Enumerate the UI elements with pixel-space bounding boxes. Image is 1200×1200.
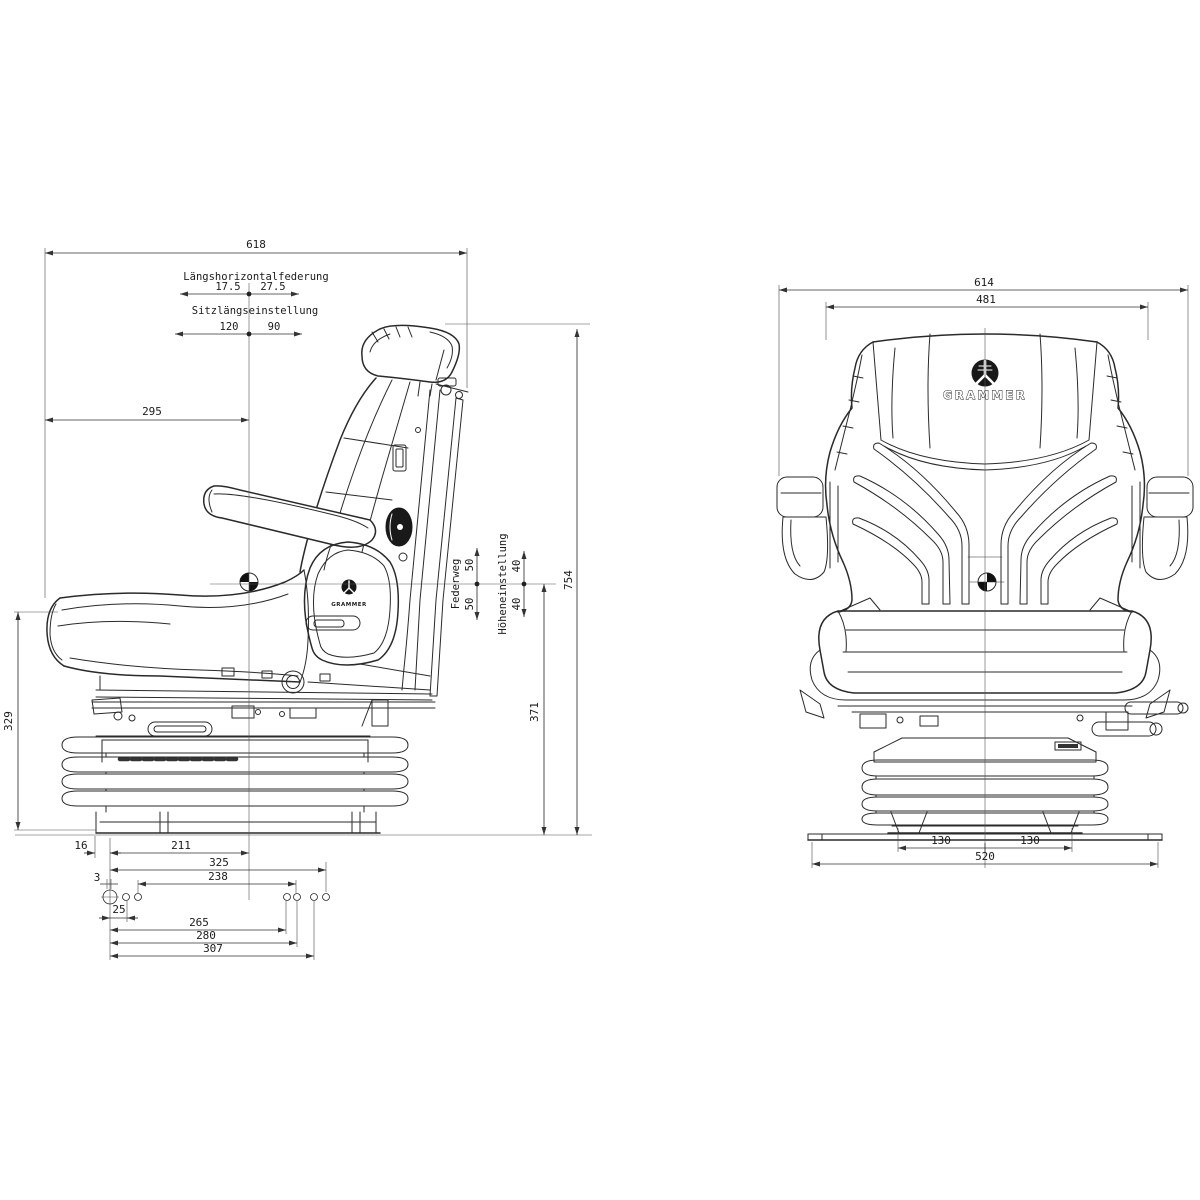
dim-federweg-down-50: 50: [464, 598, 476, 611]
side-backrest: [299, 377, 377, 573]
dim-754: 754: [562, 570, 575, 590]
dim-371: 371: [528, 702, 541, 722]
side-view-dimensions: 618 Längshorizontalfederung 17.5 27.5 Si…: [2, 238, 592, 960]
dim-120: 120: [220, 321, 239, 333]
front-view-dimensions: 614 481 130 130 520: [778, 276, 1189, 868]
front-bellows: [861, 759, 1109, 826]
dim-238: 238: [208, 870, 228, 883]
dim-265: 265: [189, 916, 209, 929]
dim-481: 481: [976, 293, 996, 306]
side-armrest: [202, 485, 377, 548]
front-armrest-right: [1131, 476, 1194, 580]
side-headrest: [361, 324, 461, 384]
dim-211: 211: [171, 839, 191, 852]
label-sitzlaengseinstellung: Sitzlängseinstellung: [192, 305, 318, 317]
label-hoeheneinstellung: Höheneinstellung: [497, 533, 509, 634]
label-laengshorizontalfederung: Längshorizontalfederung: [183, 271, 328, 283]
front-backrest-left: [824, 341, 874, 613]
front-armrest-left: [776, 476, 839, 580]
mounting-holes: [101, 889, 330, 905]
label-federweg: Federweg: [450, 559, 462, 610]
dim-federweg-up-50: 50: [464, 559, 476, 572]
dim-280: 280: [196, 929, 216, 942]
front-backrest-right: [1096, 341, 1146, 613]
dim-90: 90: [268, 321, 281, 333]
dim-325: 325: [209, 856, 229, 869]
front-grammer-logo-text: GRAMMER: [943, 388, 1027, 402]
dim-307: 307: [203, 942, 223, 955]
side-view-seat-drawing: [46, 324, 469, 834]
side-grammer-logo-text: GRAMMER: [331, 602, 367, 608]
side-grammer-emblem-icon: [341, 579, 357, 595]
dim-130-left: 130: [931, 834, 951, 847]
dim-hoehe-down-40: 40: [511, 598, 523, 611]
front-view-seat-drawing: [776, 333, 1194, 841]
dim-520: 520: [975, 850, 995, 863]
dim-329: 329: [2, 711, 15, 731]
dim-25: 25: [112, 903, 125, 916]
dim-618: 618: [246, 238, 266, 251]
dim-3: 3: [94, 871, 101, 884]
dim-614: 614: [974, 276, 994, 289]
dim-hoehe-up-40: 40: [511, 560, 523, 573]
side-bellows: [61, 736, 409, 813]
dim-27-5: 27.5: [260, 281, 285, 293]
side-cushion: [59, 569, 305, 599]
dim-16: 16: [74, 839, 87, 852]
side-pivot-housing: [303, 541, 400, 666]
dim-17-5: 17.5: [215, 281, 240, 293]
front-center-of-gravity-icon: [969, 572, 1005, 592]
dim-130-right: 130: [1020, 834, 1040, 847]
front-cushion: [818, 610, 1152, 694]
dim-295: 295: [142, 405, 162, 418]
